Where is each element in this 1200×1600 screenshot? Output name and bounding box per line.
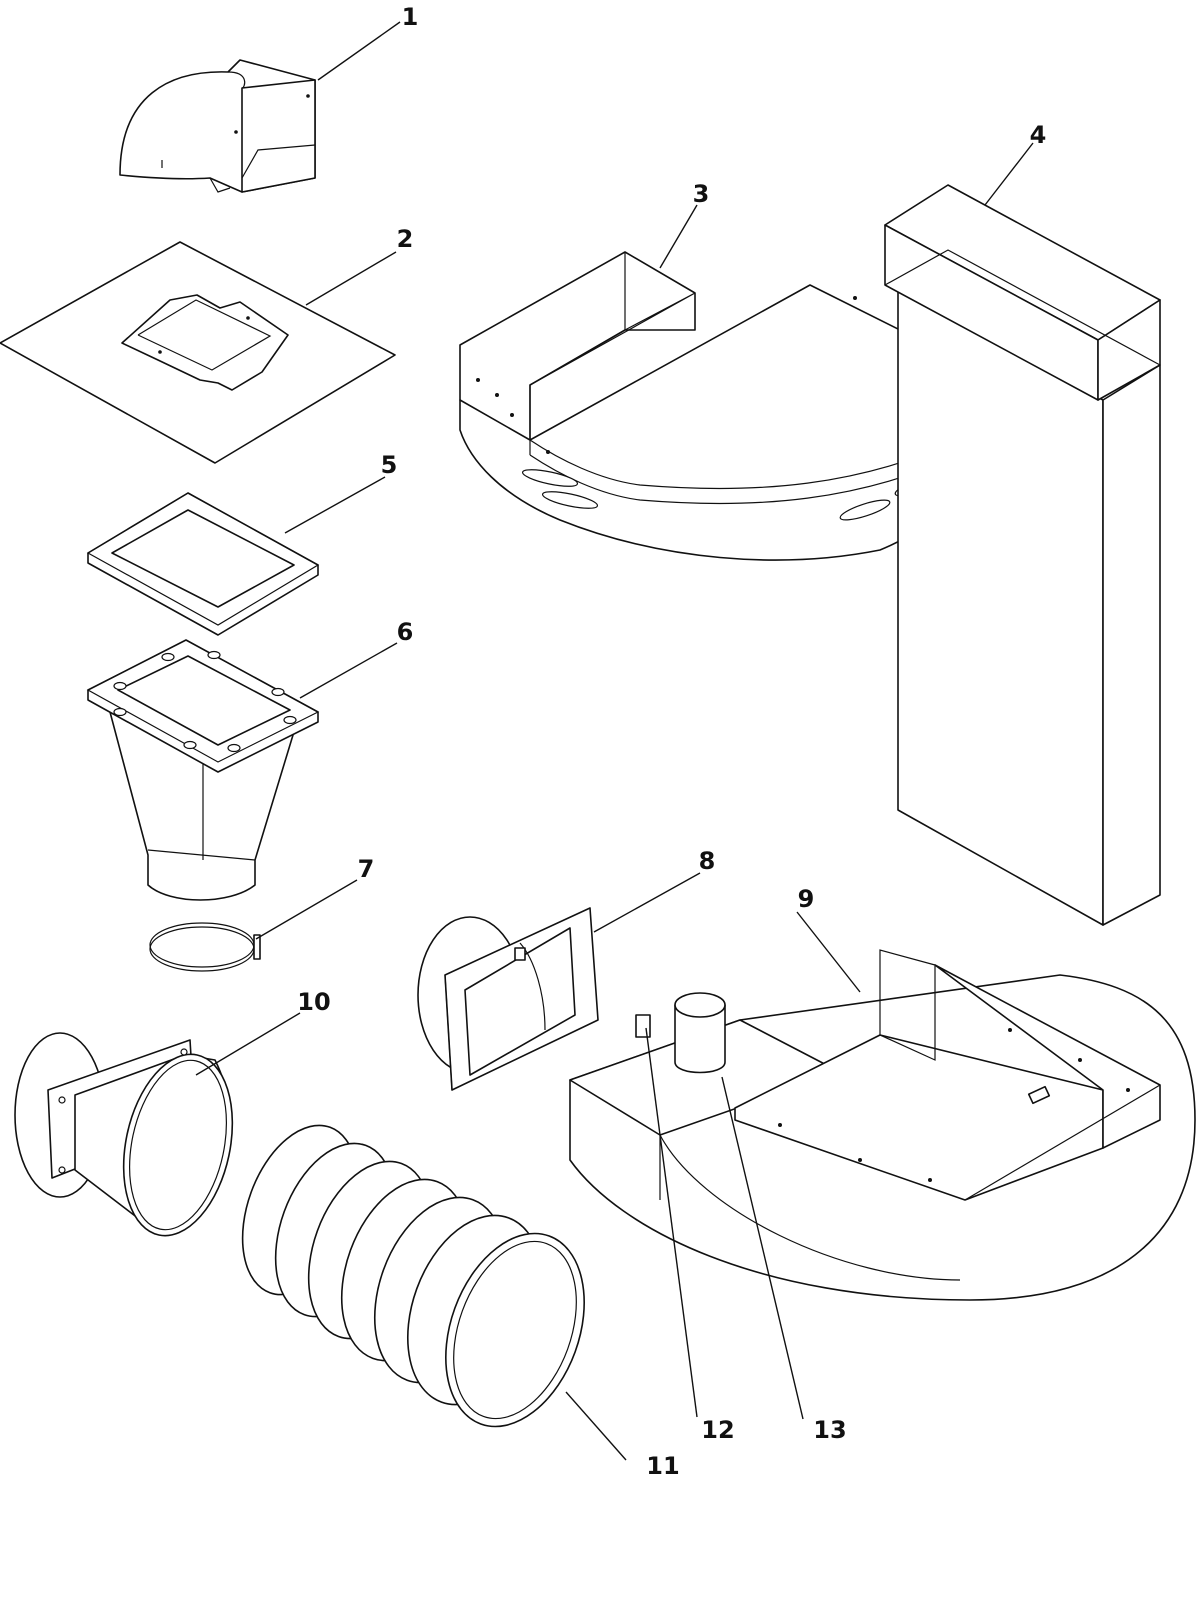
- part-5-gasket-frame: [86, 492, 320, 636]
- leader-5: [284, 476, 386, 534]
- leader-13: [721, 1076, 804, 1420]
- leader-11: [565, 1391, 627, 1461]
- part-11-flex-duct: [241, 1124, 585, 1428]
- callout-5: 5: [381, 451, 398, 479]
- callout-6: 6: [397, 618, 414, 646]
- part-12-switch: [635, 1014, 651, 1038]
- callout-3: 3: [693, 180, 710, 208]
- callout-1: 1: [402, 3, 419, 31]
- callout-8: 8: [699, 847, 716, 875]
- callout-9: 9: [798, 885, 815, 913]
- leader-4: [984, 142, 1034, 206]
- callout-labels: 1 2 3 4 5 6 7 8 9 10 11 12 13: [297, 3, 1046, 1480]
- part-6-transition-funnel: [86, 639, 320, 901]
- callout-13: 13: [813, 1416, 846, 1444]
- leader-8: [593, 872, 701, 933]
- leader-7: [255, 879, 358, 940]
- callout-2: 2: [397, 225, 414, 253]
- part-1-wall-cap: [119, 59, 316, 193]
- leader-1: [317, 21, 401, 81]
- part-10-round-adapter: [14, 1032, 234, 1237]
- part-2-roof-flashing: [0, 241, 396, 464]
- leader-2: [305, 251, 397, 306]
- callout-4: 4: [1030, 121, 1047, 149]
- leader-10: [195, 1012, 301, 1076]
- callout-12: 12: [701, 1416, 734, 1444]
- part-7-clamp-ring: [149, 922, 261, 972]
- leader-3: [659, 204, 698, 269]
- callout-7: 7: [358, 855, 375, 883]
- callout-10: 10: [297, 988, 330, 1016]
- leader-12: [645, 1027, 698, 1418]
- part-8-damper-frame: [417, 907, 599, 1091]
- leader-lines: [195, 21, 1034, 1461]
- leader-9: [796, 911, 861, 993]
- part-9-blower-housing: [569, 949, 1196, 1301]
- callout-11: 11: [646, 1452, 679, 1480]
- part-13-capacitor: [674, 992, 726, 1074]
- leader-6: [299, 642, 398, 699]
- part-4-vertical-duct: [884, 184, 1161, 926]
